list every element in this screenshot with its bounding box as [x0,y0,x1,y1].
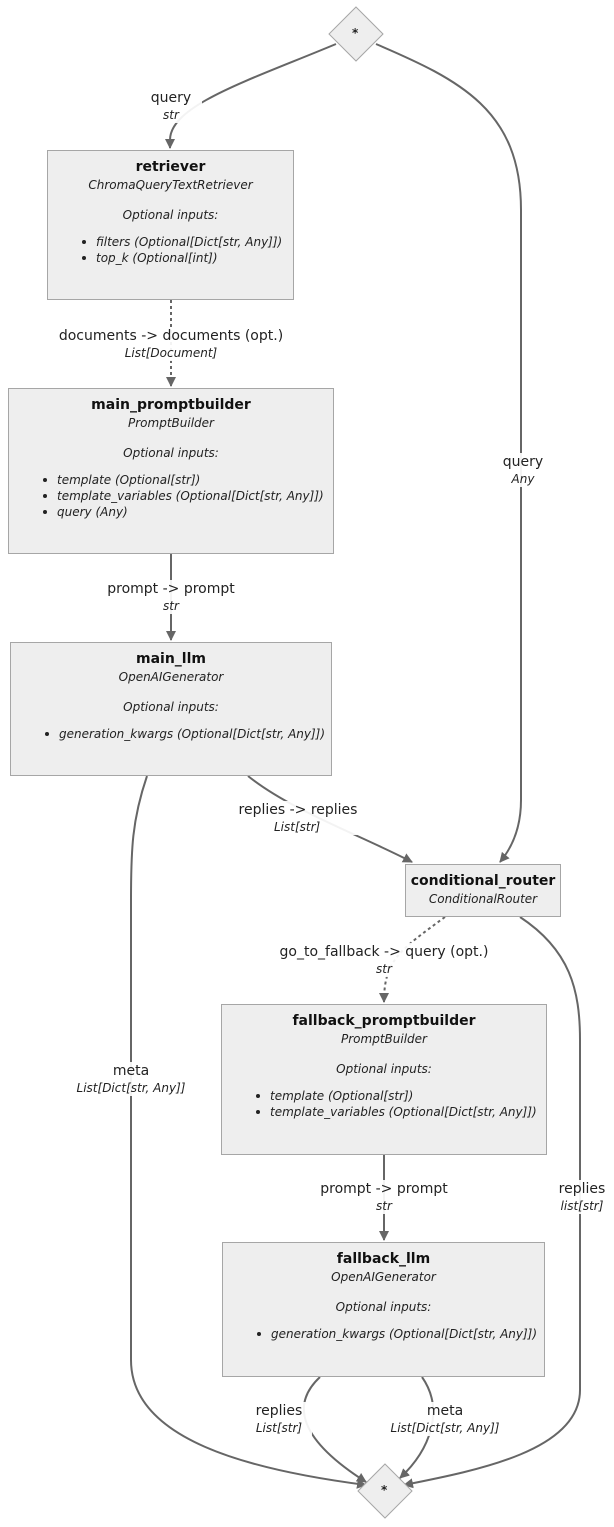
node-title: fallback_promptbuilder [292,1013,476,1029]
edge-label-router-fallback: go_to_fallback -> query (opt.) str [268,943,500,977]
edge-label-main-meta: meta List[Dict[str, Any]] [66,1062,196,1096]
node-conditional-router[interactable]: conditional_router ConditionalRouter [405,864,561,917]
edge-start-router [375,43,522,863]
edge-label-name: documents -> documents (opt.) [58,328,284,344]
edge-label-router-replies: replies list[str] [550,1180,614,1214]
node-main-promptbuilder[interactable]: main_promptbuilder PromptBuilder Optiona… [8,388,334,554]
node-title: conditional_router [410,873,556,889]
edge-label-type: Any [511,472,535,486]
edge-fb-llm-end-replies [303,1376,367,1483]
optional-inputs-label: Optional inputs: [123,446,219,460]
edge-label-name: replies [255,1403,303,1419]
input-item: top_k (Optional[int]) [80,250,293,266]
edge-llm-end-meta [130,775,367,1489]
input-item: template_variables (Optional[Dict[str, A… [254,1104,546,1120]
edge-label-start-router: query Any [493,453,553,487]
node-fallback-llm[interactable]: fallback_llm OpenAIGenerator Optional in… [222,1242,545,1377]
edge-label-type: str [376,962,392,976]
node-type: PromptBuilder [341,1032,427,1046]
input-item: template (Optional[str]) [41,472,333,488]
edge-label-name: query [150,90,192,106]
input-item: template (Optional[str]) [254,1088,546,1104]
input-list: filters (Optional[Dict[str, Any]]) top_k… [48,234,293,266]
input-item: filters (Optional[Dict[str, Any]]) [80,234,293,250]
optional-inputs-label: Optional inputs: [336,1062,432,1076]
edge-label-type: List[Document] [124,346,218,360]
edge-start-retriever [165,43,337,149]
node-title: retriever [135,159,206,175]
node-main-llm[interactable]: main_llm OpenAIGenerator Optional inputs… [10,642,332,776]
input-list: generation_kwargs (Optional[Dict[str, An… [223,1326,544,1342]
node-title: main_llm [136,651,206,667]
input-list: template (Optional[str]) template_variab… [222,1088,546,1120]
edge-label-type: List[Dict[str, Any]] [390,1421,500,1435]
optional-inputs-label: Optional inputs: [123,700,219,714]
edge-label-name: meta [112,1063,150,1079]
input-list: generation_kwargs (Optional[Dict[str, An… [11,726,331,742]
edge-label-type: list[str] [560,1199,604,1213]
node-type: PromptBuilder [128,416,214,430]
node-type: OpenAIGenerator [331,1270,436,1284]
edge-label-name: replies [558,1181,606,1197]
edge-label-name: replies -> replies [238,802,358,818]
edge-label-fallback-meta: meta List[Dict[str, Any]] [382,1402,508,1436]
edge-label-fallback-prompt: prompt -> prompt str [309,1180,459,1214]
input-list: template (Optional[str]) template_variab… [9,472,333,520]
edge-label-type: str [163,599,179,613]
edge-label-name: query [502,454,544,470]
node-type: ConditionalRouter [428,892,538,906]
edge-label-name: prompt -> prompt [107,581,235,597]
edge-label-main-prompt: prompt -> prompt str [96,580,246,614]
start-diamond [328,6,384,62]
edge-label-main-replies: replies -> replies List[str] [226,801,370,835]
node-retriever[interactable]: retriever ChromaQueryTextRetriever Optio… [47,150,294,300]
input-item: template_variables (Optional[Dict[str, A… [41,488,333,504]
node-type: OpenAIGenerator [118,670,224,684]
edge-label-type: List[str] [274,820,321,834]
edge-label-fallback-replies: replies List[str] [246,1402,312,1436]
optional-inputs-label: Optional inputs: [335,1300,432,1314]
edge-label-type: List[str] [255,1421,303,1435]
edge-router-end [403,916,581,1489]
node-type: ChromaQueryTextRetriever [88,178,253,192]
edge-label-type: str [376,1199,392,1213]
optional-inputs-label: Optional inputs: [122,208,219,222]
edge-label-name: prompt -> prompt [320,1181,448,1197]
input-item: query (Any) [41,504,333,520]
edge-label-start-retriever: query str [140,89,202,123]
start-marker: * [352,26,359,40]
input-item: generation_kwargs (Optional[Dict[str, An… [43,726,331,742]
end-marker: * [381,1483,388,1497]
edge-label-name: meta [426,1403,464,1419]
input-item: generation_kwargs (Optional[Dict[str, An… [255,1326,544,1342]
node-fallback-promptbuilder[interactable]: fallback_promptbuilder PromptBuilder Opt… [221,1004,547,1155]
edge-label-type: List[Dict[str, Any]] [76,1081,186,1095]
node-title: fallback_llm [336,1251,431,1267]
end-diamond [357,1463,413,1519]
edge-label-name: go_to_fallback -> query (opt.) [279,944,489,960]
edge-label-type: str [163,108,179,122]
node-title: main_promptbuilder [91,397,251,413]
edge-label-retriever-docs: documents -> documents (opt.) List[Docum… [46,327,296,361]
